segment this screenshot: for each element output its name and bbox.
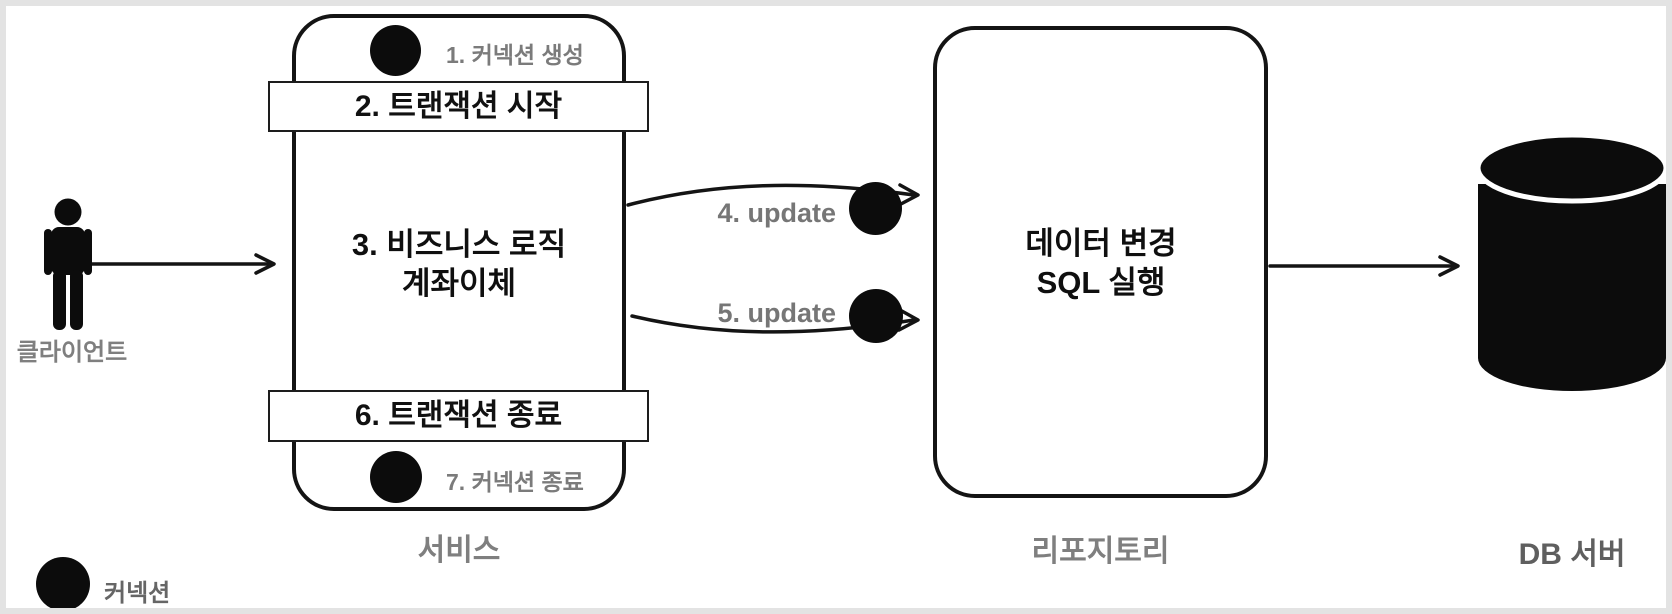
repository-to-db-arrow — [1268, 255, 1460, 277]
client-label: 클라이언트 — [16, 339, 128, 366]
step7-label: 7. 커넥션 종료 — [446, 469, 584, 495]
update4-label: 4. update — [717, 198, 836, 228]
connection-dot-1 — [370, 25, 421, 76]
repository-box — [933, 26, 1268, 498]
connection-dot-7 — [370, 451, 422, 503]
connection-dot-5 — [849, 289, 903, 343]
repository-line2: SQL 실행 — [1036, 265, 1166, 300]
service-title: 서비스 — [417, 534, 501, 567]
transaction-start-bar: 2. 트랜잭션 시작 — [268, 81, 649, 132]
database-cylinder-icon — [1475, 132, 1666, 391]
business-logic-line2: 계좌이체 — [401, 266, 517, 301]
repository-line1: 데이터 변경 — [1025, 226, 1177, 261]
update5-label: 5. update — [717, 298, 836, 328]
client-to-service-arrow — [82, 253, 276, 275]
connection-dot-4 — [849, 182, 902, 235]
legend-connection-label: 커넥션 — [104, 580, 171, 607]
business-logic-line1: 3. 비즈니스 로직 — [351, 227, 567, 262]
diagram-graphics-layer — [44, 132, 1666, 391]
step1-label: 1. 커넥션 생성 — [446, 42, 584, 68]
db-server-title: DB 서버 — [1518, 538, 1626, 571]
transaction-end-bar: 6. 트랜잭션 종료 — [268, 390, 649, 442]
repository-title: 리포지토리 — [1031, 535, 1170, 568]
legend-connection-dot — [36, 557, 90, 608]
client-person-icon — [44, 198, 92, 330]
business-logic-text: 3. 비즈니스 로직 계좌이체 — [309, 225, 609, 303]
repository-text: 데이터 변경 SQL 실행 — [966, 224, 1236, 302]
